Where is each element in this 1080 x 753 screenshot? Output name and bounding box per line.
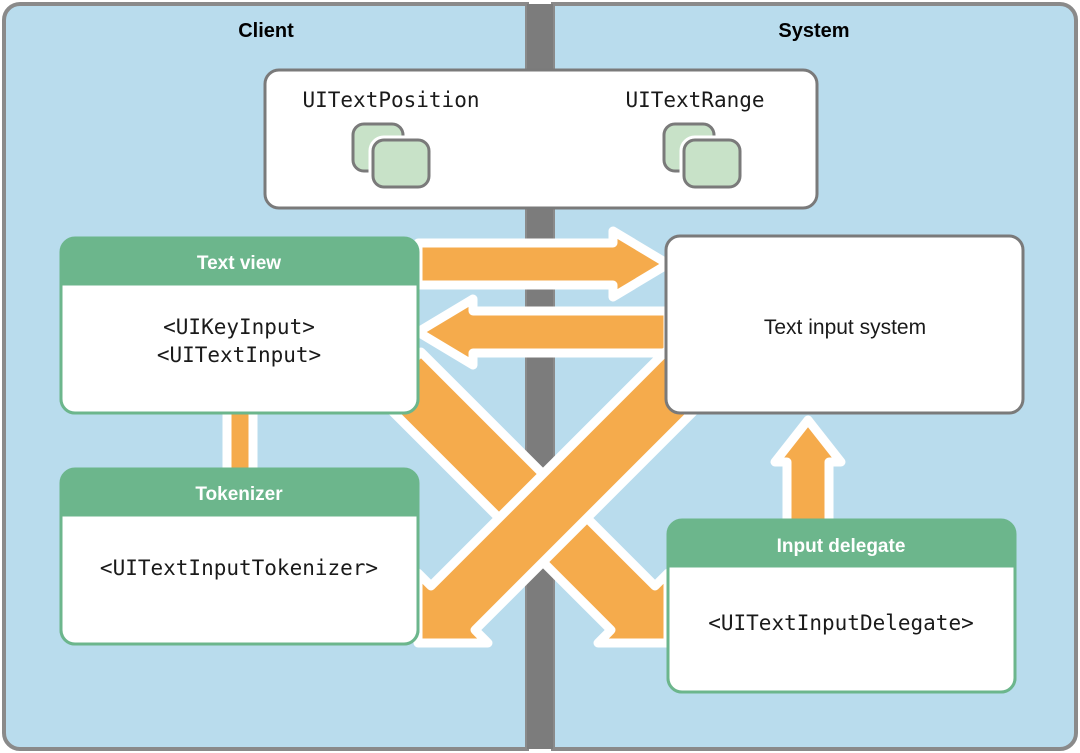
node-text-view-protocol-2: <UITextInput> — [157, 343, 321, 367]
stacked-cards-icon — [351, 122, 434, 192]
arrow-right-text-view-to-system — [413, 226, 673, 302]
node-text-view-protocol-1: <UIKeyInput> — [163, 315, 315, 339]
primitive-uitextposition-label: UITextPosition — [302, 88, 479, 112]
node-text-input-system-label: Text input system — [764, 316, 926, 339]
node-tokenizer-title: Tokenizer — [195, 484, 283, 505]
arrow-left-system-to-text-view — [413, 294, 673, 370]
arrow-diagonal-system-to-tokenizer — [413, 347, 714, 648]
connection-system-to-tokenizer — [413, 347, 714, 648]
node-input-delegate-body-background — [666, 564, 1017, 694]
node-text-view-title: Text view — [197, 253, 281, 274]
node-text-view-body-background — [59, 282, 420, 415]
text-primitives-box: UITextPosition UITextRange — [263, 68, 819, 210]
node-input-delegate-protocol-1: <UITextInputDelegate> — [708, 611, 974, 635]
node-input-delegate[interactable]: Input delegate <UITextInputDelegate> — [666, 518, 1017, 694]
node-text-input-system[interactable]: Text input system — [664, 234, 1025, 415]
node-tokenizer-protocol-1: <UITextInputTokenizer> — [100, 556, 378, 580]
node-tokenizer-body-background — [59, 513, 420, 646]
primitive-uitextposition[interactable]: UITextPosition — [302, 88, 480, 192]
node-tokenizer[interactable]: Tokenizer <UITextInputTokenizer> — [59, 467, 420, 646]
client-zone-label: Client — [238, 20, 294, 42]
connection-text-view-to-system — [413, 226, 673, 302]
primitive-uitextrange-label: UITextRange — [625, 88, 764, 112]
stacked-cards-icon-front — [371, 138, 431, 189]
system-zone-label: System — [778, 20, 849, 42]
arrow-up-input-delegate-to-system — [770, 415, 846, 534]
node-text-input-system-background — [664, 234, 1025, 415]
stacked-cards-icon-front — [682, 138, 742, 189]
node-text-view[interactable]: Text view <UIKeyInput> <UITextInput> — [59, 236, 420, 415]
primitive-uitextrange[interactable]: UITextRange — [625, 88, 765, 192]
stacked-cards-icon — [662, 122, 745, 192]
connection-system-to-text-view — [413, 294, 673, 370]
node-input-delegate-title: Input delegate — [777, 536, 906, 557]
connection-input-delegate-to-system — [770, 415, 846, 534]
